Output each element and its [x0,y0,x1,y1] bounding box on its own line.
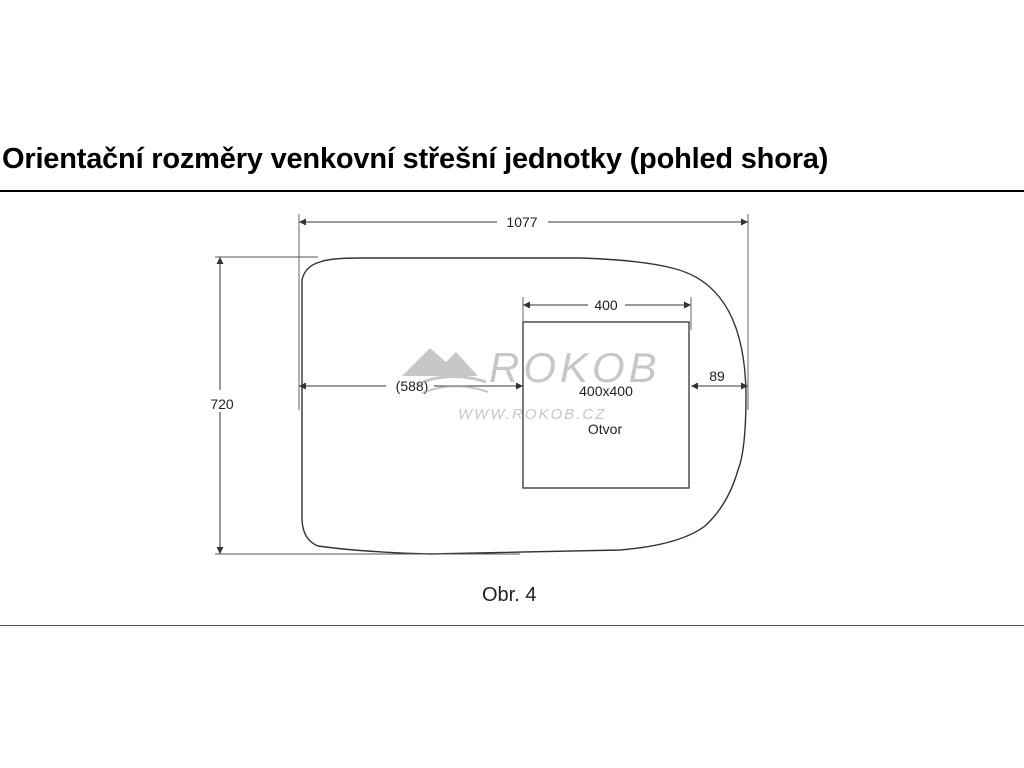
dimension-overall-width: 1077 [299,214,748,230]
dim-label-overall-width: 1077 [506,214,537,230]
dimension-offset-right: 89 [691,368,748,390]
opening-label: Otvor [588,421,623,437]
figure-caption: Obr. 4 [482,584,537,606]
dimension-opening-width: 400 [523,297,691,313]
opening-rect [522,321,690,489]
watermark-logo: ROKOB WWW.ROKOB.CZ [402,344,661,423]
dim-label-offset-right: 89 [709,368,725,384]
watermark-brand: ROKOB [489,344,661,391]
dimension-overall-depth: 720 [210,257,234,554]
title-divider [0,190,1024,192]
unit-outline [301,257,747,555]
page-title: Orientační rozměry venkovní střešní jedn… [2,143,829,175]
bottom-divider [0,625,1024,626]
dim-label-overall-depth: 720 [210,396,234,412]
dim-label-opening-width: 400 [594,297,618,313]
opening-size-label: 400x400 [579,383,633,399]
extension-lines [215,214,749,555]
watermark-url: WWW.ROKOB.CZ [458,406,606,423]
mountain-icon [402,348,478,376]
